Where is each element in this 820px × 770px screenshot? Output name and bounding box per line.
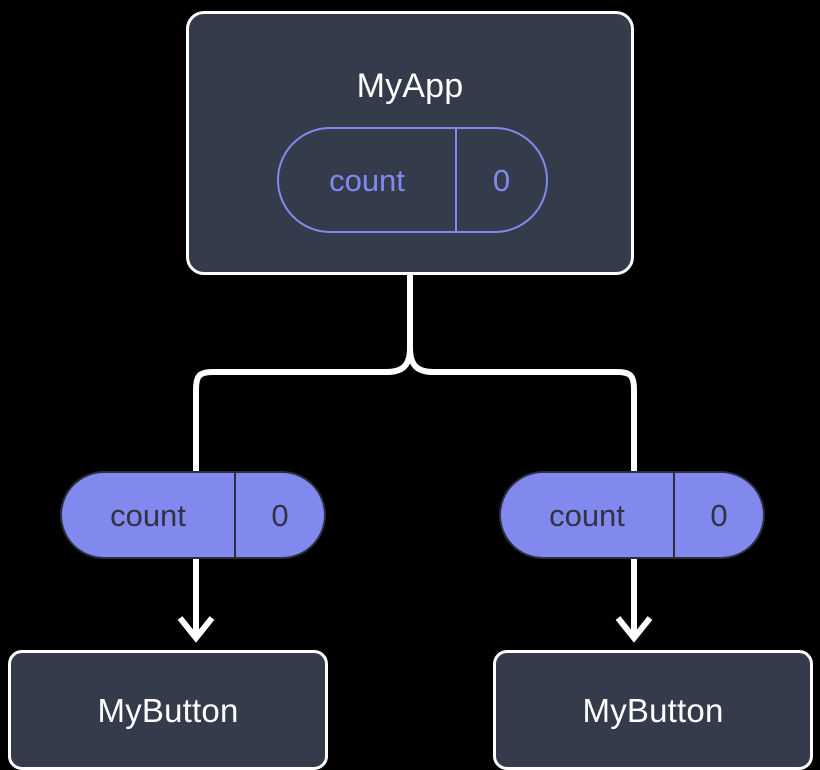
state-value-myapp: 0 — [455, 129, 546, 231]
prop-key-left: count — [110, 497, 186, 533]
component-title-mybutton-right: MyButton — [582, 691, 724, 729]
component-node-mybutton-right[interactable]: MyButton — [493, 650, 813, 770]
prop-pill-right[interactable]: count 0 — [499, 471, 765, 559]
prop-value-right: 0 — [673, 473, 763, 557]
state-pill-myapp[interactable]: count 0 — [277, 127, 548, 233]
connector-fork-right — [407, 345, 637, 475]
prop-value-left: 0 — [234, 473, 324, 557]
component-title-mybutton-left: MyButton — [97, 691, 239, 729]
prop-pill-left[interactable]: count 0 — [60, 471, 326, 559]
connector-fork — [193, 345, 413, 475]
prop-arrow-right-head — [615, 616, 653, 643]
component-node-mybutton-left[interactable]: MyButton — [8, 650, 328, 770]
component-title-myapp: MyApp — [356, 67, 464, 105]
prop-key-right: count — [549, 497, 625, 533]
prop-arrow-left-head — [177, 616, 215, 643]
state-key-myapp: count — [329, 162, 405, 198]
